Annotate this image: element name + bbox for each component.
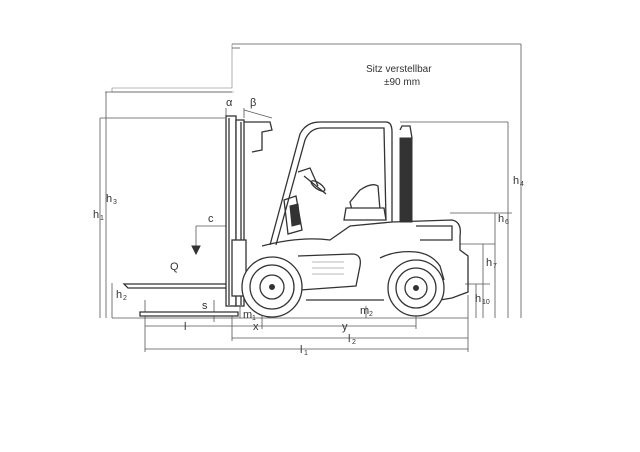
note-line-2: ±90 mm — [384, 77, 420, 88]
rear-wheel-rim — [395, 267, 437, 309]
inner-mast — [235, 119, 245, 307]
label-h4: h — [513, 175, 519, 187]
label-x: x — [253, 321, 259, 333]
step-plate — [312, 261, 344, 275]
front-fender — [297, 253, 361, 291]
label-s: s — [202, 300, 208, 312]
overhead-guard-inner — [275, 127, 387, 246]
label-h7: h — [486, 257, 492, 269]
front-wheel-rim — [249, 264, 295, 310]
chassis-upper — [261, 219, 469, 301]
label-h6-sub: 6 — [505, 219, 509, 226]
label-h10-sub: 10 — [482, 299, 490, 306]
rear-fender — [379, 250, 445, 281]
mast-top-bracket — [244, 121, 273, 153]
label-c: c — [208, 213, 214, 225]
overhead-guard — [269, 121, 393, 246]
label-h2-sub: 2 — [123, 295, 127, 302]
label-m2-sub: 2 — [369, 311, 373, 318]
label-l1-sub: 1 — [304, 350, 308, 357]
front-wheel-axle — [269, 284, 275, 290]
note-line-1: Sitz verstellbar — [366, 64, 432, 75]
label-h3: h — [106, 193, 112, 205]
label-h10: h — [475, 293, 481, 305]
label-h4-sub: 4 — [520, 181, 524, 188]
hydraulic-controls — [289, 203, 301, 227]
label-h2: h — [116, 289, 122, 301]
dimension-lines — [99, 43, 522, 352]
rear-pillar — [399, 137, 413, 223]
counterweight-detail — [416, 225, 453, 241]
fork-bottom — [139, 311, 239, 317]
raised-fork-outline — [111, 44, 234, 93]
label-h1-sub: 1 — [100, 215, 104, 222]
lowered-fork — [122, 283, 237, 289]
label-h7-sub: 7 — [493, 263, 497, 270]
label-h3-sub: 3 — [113, 199, 117, 206]
label-l: l — [184, 321, 186, 333]
beta-tilt-line — [243, 109, 273, 119]
load-arrow-head — [191, 245, 201, 256]
front-wheel-hub — [259, 274, 285, 300]
dashboard — [283, 195, 303, 235]
steering-wheel — [310, 180, 326, 192]
label-m2: m — [360, 305, 369, 317]
label-y: y — [342, 321, 348, 333]
rear-handle — [399, 125, 413, 139]
label-alpha: α — [226, 97, 233, 109]
seat-back — [349, 184, 381, 211]
label-l2-sub: 2 — [352, 339, 356, 346]
labels: Sitz verstellbar ±90 mm α β c Q s m 1 m … — [93, 64, 524, 357]
rear-wheel-axle — [413, 285, 419, 291]
label-h1: h — [93, 209, 99, 221]
label-m1-sub: 1 — [252, 315, 256, 322]
forklift — [122, 115, 469, 318]
label-l2: l — [348, 333, 350, 345]
label-l1: l — [300, 344, 302, 356]
rear-wheel-hub — [404, 276, 428, 300]
label-m1: m — [243, 309, 252, 321]
label-Q: Q — [170, 261, 179, 273]
seat-cushion — [343, 207, 387, 221]
label-beta: β — [250, 97, 256, 109]
label-h6: h — [498, 213, 504, 225]
